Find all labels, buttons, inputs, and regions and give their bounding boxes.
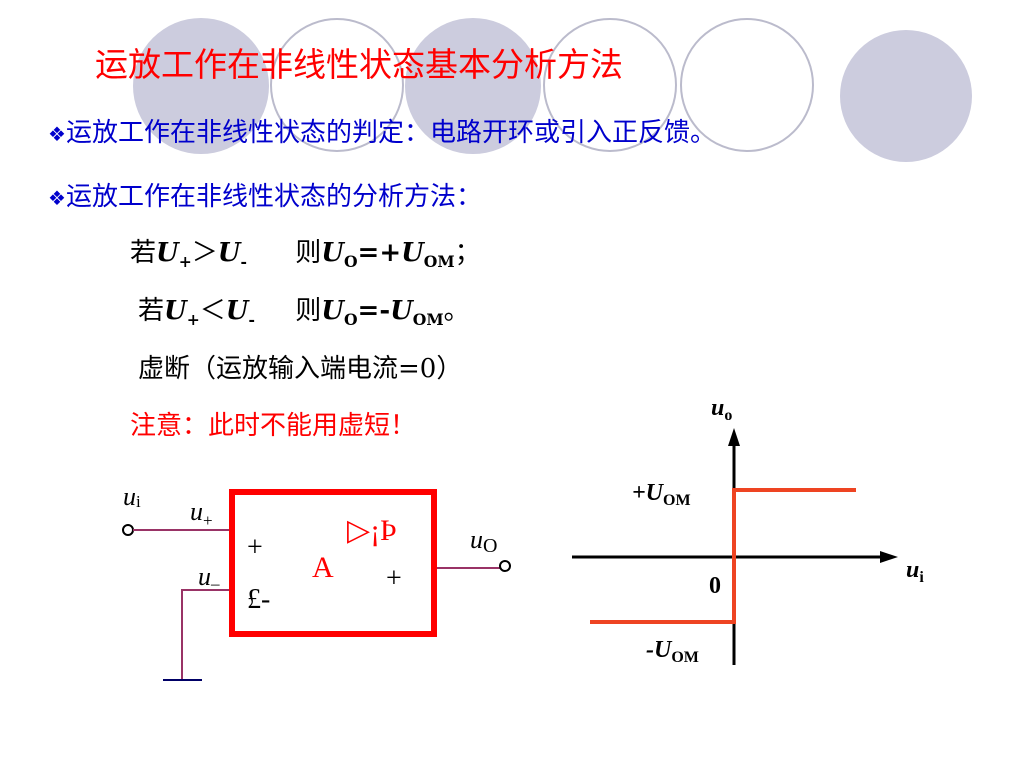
bullet-method: ❖运放工作在非线性状态的分析方法： [48, 176, 482, 213]
cond-sub: - [248, 310, 255, 330]
cond-u: U [156, 238, 179, 268]
cond-u: U [321, 238, 344, 268]
cond-op: ＞ [191, 238, 218, 268]
box-plus-sign: + [247, 532, 263, 563]
cond-op: ＜ [199, 296, 226, 326]
graph-pos-sat-label: +UOM [632, 480, 691, 509]
inverting-wire [181, 589, 232, 680]
condition-positive: 若U+＞U- 则UO=+UOM； [130, 232, 481, 271]
cond-prefix: 若 [138, 296, 165, 326]
bullet-icon: ❖ [48, 122, 66, 146]
cond-u: U [225, 296, 249, 326]
graph-y-arrow [728, 428, 740, 446]
cond-u: U [321, 296, 344, 326]
label-u-plus: u+ [190, 497, 213, 530]
box-gain-label: A [312, 551, 334, 584]
input-terminal [122, 524, 134, 536]
decor-circle [840, 30, 972, 162]
cond-end: 。 [443, 296, 470, 326]
cond-then: 则 [295, 238, 322, 268]
graph-x-label: ui [906, 557, 924, 586]
cond-end: ； [454, 238, 481, 268]
decor-circle [680, 18, 814, 152]
virtual-break-text: 虚断（运放输入端电流=0） [138, 354, 463, 384]
cond-sub: + [178, 252, 192, 272]
cond-u: U [164, 296, 187, 326]
cond-sub: + [186, 310, 200, 330]
cond-sub: OM [412, 310, 444, 330]
box-minus-sign: £- [247, 584, 270, 615]
bullet-criterion: ❖运放工作在非线性状态的判定：电路开环或引入正反馈。 [48, 112, 716, 149]
decor-circle [270, 18, 404, 152]
decor-circle [543, 18, 677, 152]
cond-u: U [390, 296, 413, 326]
graph-neg-sat-label: -UOM [646, 637, 699, 666]
cond-sub: OM [423, 252, 455, 272]
decor-circle [133, 18, 269, 154]
graph-y-label: uo [711, 395, 732, 424]
cond-u: U [217, 238, 241, 268]
slide-title: 运放工作在非线性状态基本分析方法 [95, 45, 623, 84]
cond-prefix: 若 [130, 238, 157, 268]
cond-eq: =- [357, 296, 391, 326]
condition-negative: 若U+＜U- 则UO=-UOM。 [138, 290, 470, 329]
box-amp-symbol: ▷¡Þ [347, 514, 397, 547]
decor-circle [405, 18, 541, 154]
label-uo: uO [470, 525, 497, 557]
cond-sub: O [343, 252, 358, 272]
graph-origin-label: 0 [709, 573, 721, 599]
transfer-curve [590, 488, 856, 624]
graph-x-arrow [880, 551, 898, 563]
cond-u: U [401, 238, 424, 268]
bullet-text: 运放工作在非线性状态的分析方法： [65, 182, 482, 212]
cond-eq: =+ [357, 238, 402, 268]
note-text: 注意：此时不能用虚短！ [130, 411, 417, 441]
box-output-plus: + [386, 563, 402, 594]
bullet-icon: ❖ [48, 186, 66, 210]
cond-then: 则 [295, 296, 322, 326]
label-ui: ui [123, 482, 141, 511]
opamp-box [229, 489, 437, 637]
cond-sub: O [343, 310, 358, 330]
cond-sub: - [240, 252, 247, 272]
label-u-minus: u– [198, 562, 220, 593]
bullet-text: 运放工作在非线性状态的判定：电路开环或引入正反馈。 [65, 118, 716, 148]
output-terminal [499, 560, 511, 572]
